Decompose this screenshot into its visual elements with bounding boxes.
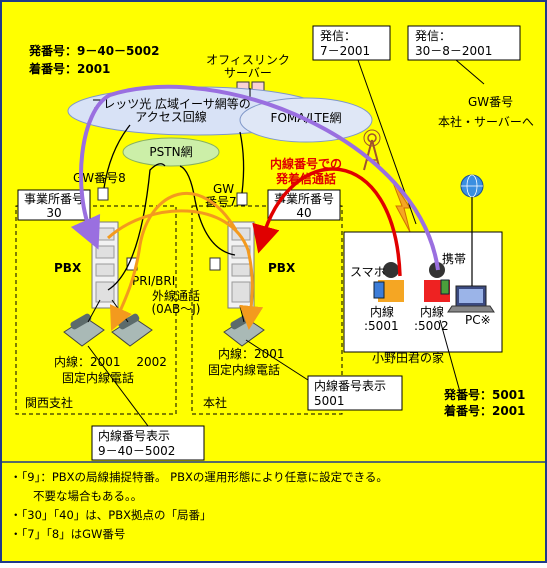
extension-call-label: 内線番号での発着信通話 <box>270 156 342 186</box>
left-extension-label: 内線：2001 2002 <box>54 354 167 369</box>
svg-text:事業所番号: 事業所番号 <box>274 192 334 206</box>
office-number-30: 事業所番号 30 <box>17 189 91 221</box>
access-link <box>239 131 245 194</box>
home-callout-line <box>439 319 461 393</box>
gw8-label: GW番号8 <box>73 171 126 185</box>
note-line: ・「9」：PBXの局線捕捉特番。 PBXの運用形態により任意に設定できる。 <box>10 470 388 484</box>
office-number-40: 事業所番号 40 <box>267 189 341 221</box>
globe-icon <box>460 174 484 198</box>
gateway-box <box>209 257 221 271</box>
pbx-right-label: PBX <box>268 261 296 275</box>
svg-text:事業所番号: 事業所番号 <box>24 192 84 206</box>
callee-number-label: 着番号：2001 <box>28 61 110 76</box>
bottom-caller-number: 発番号：5001 <box>443 387 525 402</box>
purple-call-route <box>70 84 440 271</box>
gw-number-label: GW番号 <box>468 95 513 109</box>
pstn-link <box>179 165 236 256</box>
smartphone-user-icon <box>373 262 404 302</box>
gateway-box <box>236 192 248 206</box>
bottom-callee-number: 着番号：2001 <box>443 403 525 418</box>
pbx-left <box>91 221 119 309</box>
note-line: 不要な場合もある。。 <box>10 489 143 503</box>
pc-label: PC※ <box>465 313 491 327</box>
hq-server-label: 本社・サーバーへ <box>438 114 534 129</box>
laptop-icon <box>447 285 495 313</box>
pbx-left-label: PBX <box>54 261 82 275</box>
svg-text:発信：7－2001: 発信：7－2001 <box>320 29 370 58</box>
access-link <box>103 124 131 189</box>
orange-call-route-left <box>109 191 238 331</box>
desk-phone-icon <box>63 313 105 347</box>
smartphone-label: スマホ <box>350 265 386 279</box>
caller-number-label: 発番号：9－40－5002 <box>28 43 159 58</box>
home-label: 小野田君の家 <box>372 350 444 365</box>
ext-5001-label: 内線:5001 <box>364 304 399 333</box>
outgoing-callout-2: 発信：30－8－2001 <box>407 25 521 85</box>
pri-bri-label: PRI/BRI <box>132 274 175 288</box>
note-line: ・「30」「40」は、PBX拠点の「局番」 <box>10 508 212 522</box>
svg-text:40: 40 <box>296 206 311 220</box>
svg-text:30: 30 <box>46 206 61 220</box>
left-phone-caption: 固定内線電話 <box>62 370 134 385</box>
right-phone-caption: 固定内線電話 <box>208 362 280 377</box>
office-link-server-label: オフィスリンクサーバー <box>206 53 290 80</box>
pstn-link <box>107 163 166 291</box>
right-extension-label: 内線：2001 <box>218 346 285 361</box>
red-call-route <box>252 167 402 277</box>
notes-section: ・「9」：PBXの局線捕捉特番。 PBXの運用形態により任意に設定できる。 不要… <box>10 468 530 544</box>
note-line: ・「7」「8」はGW番号 <box>10 527 126 541</box>
kansai-office-area <box>15 205 177 415</box>
honsha-label: 本社 <box>203 395 227 410</box>
svg-text:発信：30－8－2001: 発信：30－8－2001 <box>415 29 492 58</box>
honsha-office-area <box>191 205 343 415</box>
gateway-box <box>97 187 109 201</box>
access-network-label: フレッツ光 広域イーサ網等のアクセス回線 <box>91 97 251 124</box>
mobile-label: 携帯 <box>442 251 466 266</box>
orange-call-route-right <box>106 209 264 330</box>
ext-5002-label: 内線:5002 <box>414 304 449 333</box>
phone-cable <box>87 299 101 323</box>
pstn-network-label: PSTN網 <box>149 145 192 159</box>
kansai-label: 関西支社 <box>25 395 73 410</box>
pstn-network-cloud <box>122 137 220 167</box>
outside-call-label: 外線通話(0AB～J) <box>152 288 201 316</box>
